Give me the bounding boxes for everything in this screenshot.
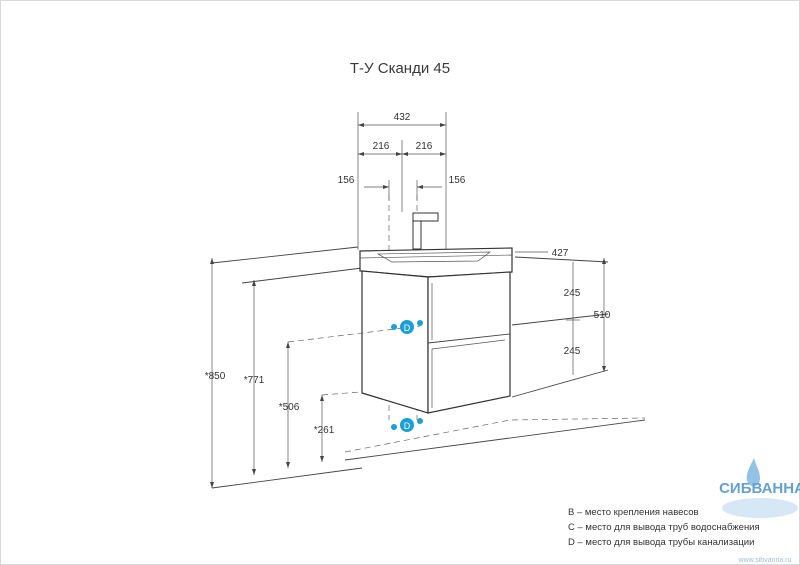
floor-outline [344,417,646,453]
dim-drawer-bottom: 245 [564,346,581,357]
drawing-title: Т-У Сканди 45 [350,60,450,77]
legend-item-b: B – место крепления навесов [568,507,699,518]
bathtub-icon [722,498,798,518]
dim-half-left: 216 [373,141,390,152]
dim-drawer-top: 245 [564,288,581,299]
dim-half-right: 216 [416,141,433,152]
legend-item-c: C – место для вывода труб водоснабжения [568,522,760,533]
dim-offset-right: 156 [449,175,466,186]
width-dimensions: 432 216 216 156 156 [338,112,466,250]
watermark-url: www.sibvanna.ru [738,557,792,564]
right-dimensions: 427 245 245 510 [515,248,611,375]
watermark-brand: СИБВАННА [719,480,800,497]
dim-offset-left: 156 [338,175,355,186]
left-dimensions: *850 *771 *506 *261 [205,258,421,488]
legend-item-d: D – место для вывода трубы канализации [568,537,754,548]
marker-d-upper: D [391,320,423,334]
dim-height-771: *771 [244,375,265,386]
dim-cabinet-height: 510 [594,310,611,321]
dim-depth: 427 [552,248,569,259]
marker-d-lower-label: D [404,421,411,431]
marker-d-lower: D [391,418,423,432]
dim-height-261: *261 [314,425,335,436]
dim-height-506: *506 [279,402,300,413]
vanity-cabinet [359,212,513,414]
sibvanna-watermark: СИБВАННА www.sibvanna.ru [719,458,800,564]
room-lines [211,246,646,489]
legend: B – место крепления навесов C – место дл… [568,507,760,548]
marker-d-upper-label: D [404,323,411,333]
dim-width-total: 432 [394,112,411,123]
dim-height-850: *850 [205,371,226,382]
